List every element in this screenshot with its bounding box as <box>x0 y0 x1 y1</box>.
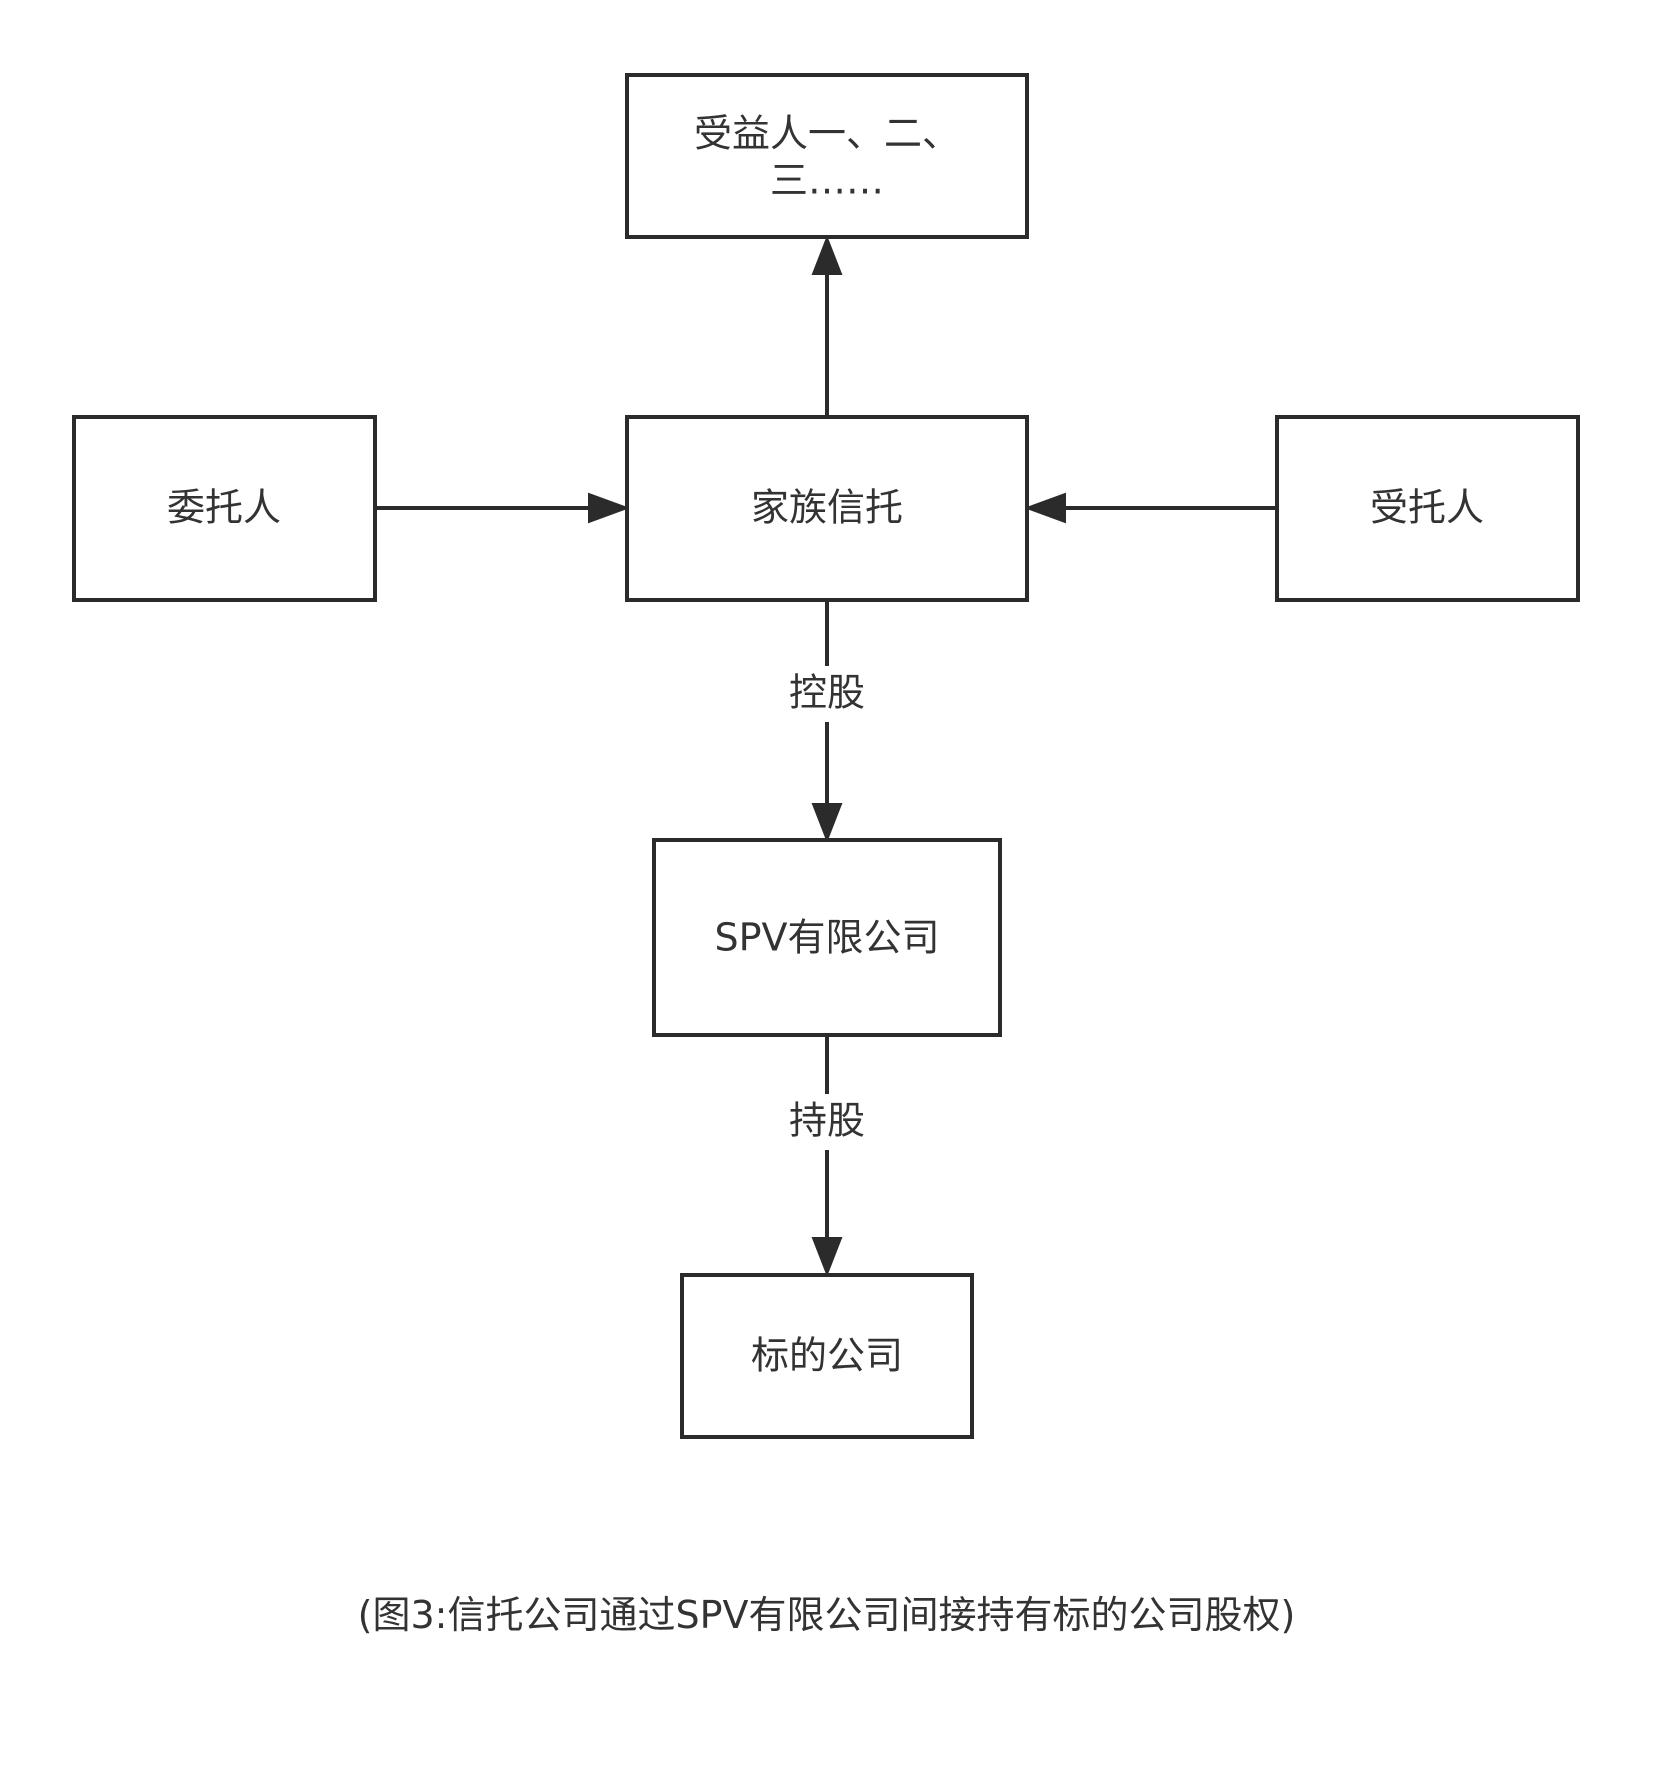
node-family-trust: 家族信托 <box>625 415 1029 602</box>
edge-label-bg <box>780 666 874 722</box>
edge-label-holding-control: 控股 <box>789 671 865 715</box>
arrowhead-down-icon <box>811 1237 843 1277</box>
edge-label-bg <box>780 1094 874 1150</box>
node-family-trust-label: 家族信托 <box>751 486 903 530</box>
node-beneficiaries: 受益人一、二、 三…… <box>625 73 1029 239</box>
arrowhead-up-icon <box>811 235 843 275</box>
node-settlor: 委托人 <box>72 415 377 602</box>
node-settlor-label: 委托人 <box>167 486 281 530</box>
node-target-company-label: 标的公司 <box>751 1334 903 1378</box>
node-spv: SPV有限公司 <box>652 838 1002 1037</box>
edge-label-shareholding: 持股 <box>789 1099 865 1143</box>
node-trustee-label: 受托人 <box>1370 486 1484 530</box>
node-trustee: 受托人 <box>1275 415 1580 602</box>
node-spv-label: SPV有限公司 <box>714 916 939 960</box>
node-beneficiaries-line2: 三…… <box>770 159 884 203</box>
node-target-company: 标的公司 <box>680 1273 974 1439</box>
arrowhead-right-icon <box>588 492 630 524</box>
arrowhead-left-icon <box>1024 492 1066 524</box>
figure-caption: (图3:信托公司通过SPV有限公司间接持有标的公司股权) <box>357 1593 1296 1637</box>
node-beneficiaries-line1: 受益人一、二、 <box>694 112 960 156</box>
arrowhead-down-icon <box>811 803 843 843</box>
